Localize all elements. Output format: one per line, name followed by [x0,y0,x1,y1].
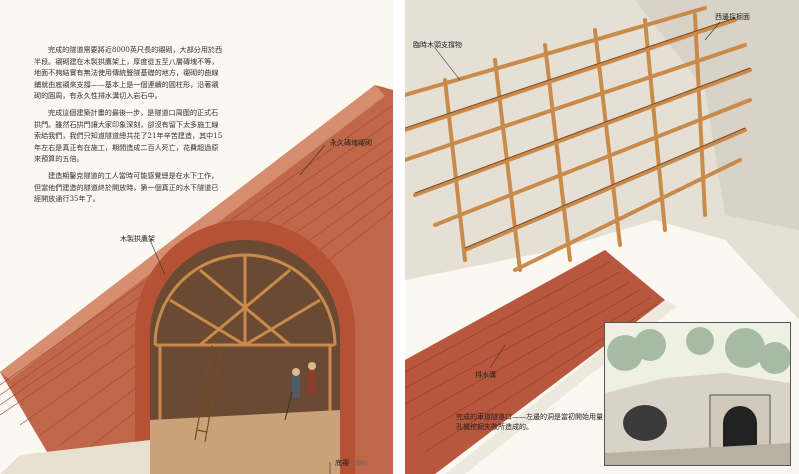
tunnel-floor [150,410,340,474]
label-lining: 永久磚塊襯砌 [330,139,372,147]
leader-lines [149,144,331,474]
label-invert-text: 底襯 [335,459,349,467]
failed-bore-hole [623,405,667,441]
body-text: 完成的隧道需要將近8000英尺長的襯砌，大部分用於西半段。襯砌建在木製拱鷹架上，… [34,44,224,210]
tunnel-crown-highlight [0,85,385,380]
left-page: 完成的隧道需要將近8000英尺長的襯砌，大部分用於西半段。襯砌建在木製拱鷹架上，… [0,0,393,474]
portal-sketch [605,323,790,465]
roadway [605,443,790,465]
timber-outlines [405,17,751,249]
workers [284,362,316,421]
brick-lining [405,250,665,474]
label-drain: 排水溝 [475,371,496,379]
paragraph: 建造期鑿克隧道的工人當時可能感覺總是在水下工作，但當他們建造的隧道終於開放時，第… [34,170,219,204]
inset-caption: 完成的車道隧道口——左邊的洞是當初開始用量孔機挖掘失敗所造成的。 [456,413,603,431]
label-centering: 木製拱鷹架 [120,235,155,243]
trees [607,327,790,374]
portal-opening [723,406,757,450]
label-timber: 臨時木頭支撐物 [413,41,462,49]
timber-support-illustration [405,0,799,474]
label-invert-note: （翻新） [351,461,372,467]
label-face: 西邊採掘面 [715,13,750,21]
timber-lattice [405,6,752,272]
leader-lines [434,21,721,369]
invert-slab [0,440,150,474]
paragraph: 完成的隧道需要將近8000英尺長的襯砌，大部分用於西半段。襯砌建在木製拱鷹架上，… [34,45,223,101]
label-invert: 底襯（翻新） [335,458,371,468]
ladder [194,344,223,443]
page-gutter [393,0,405,474]
paragraph: 完成這個建築計畫的最後一步，是隧道口周圍的正式石拱門。雖然石拱門讓大家印象深刻，… [34,107,223,164]
portal-inset-illustration [604,322,791,466]
tunnel-centering-illustration [0,85,393,474]
